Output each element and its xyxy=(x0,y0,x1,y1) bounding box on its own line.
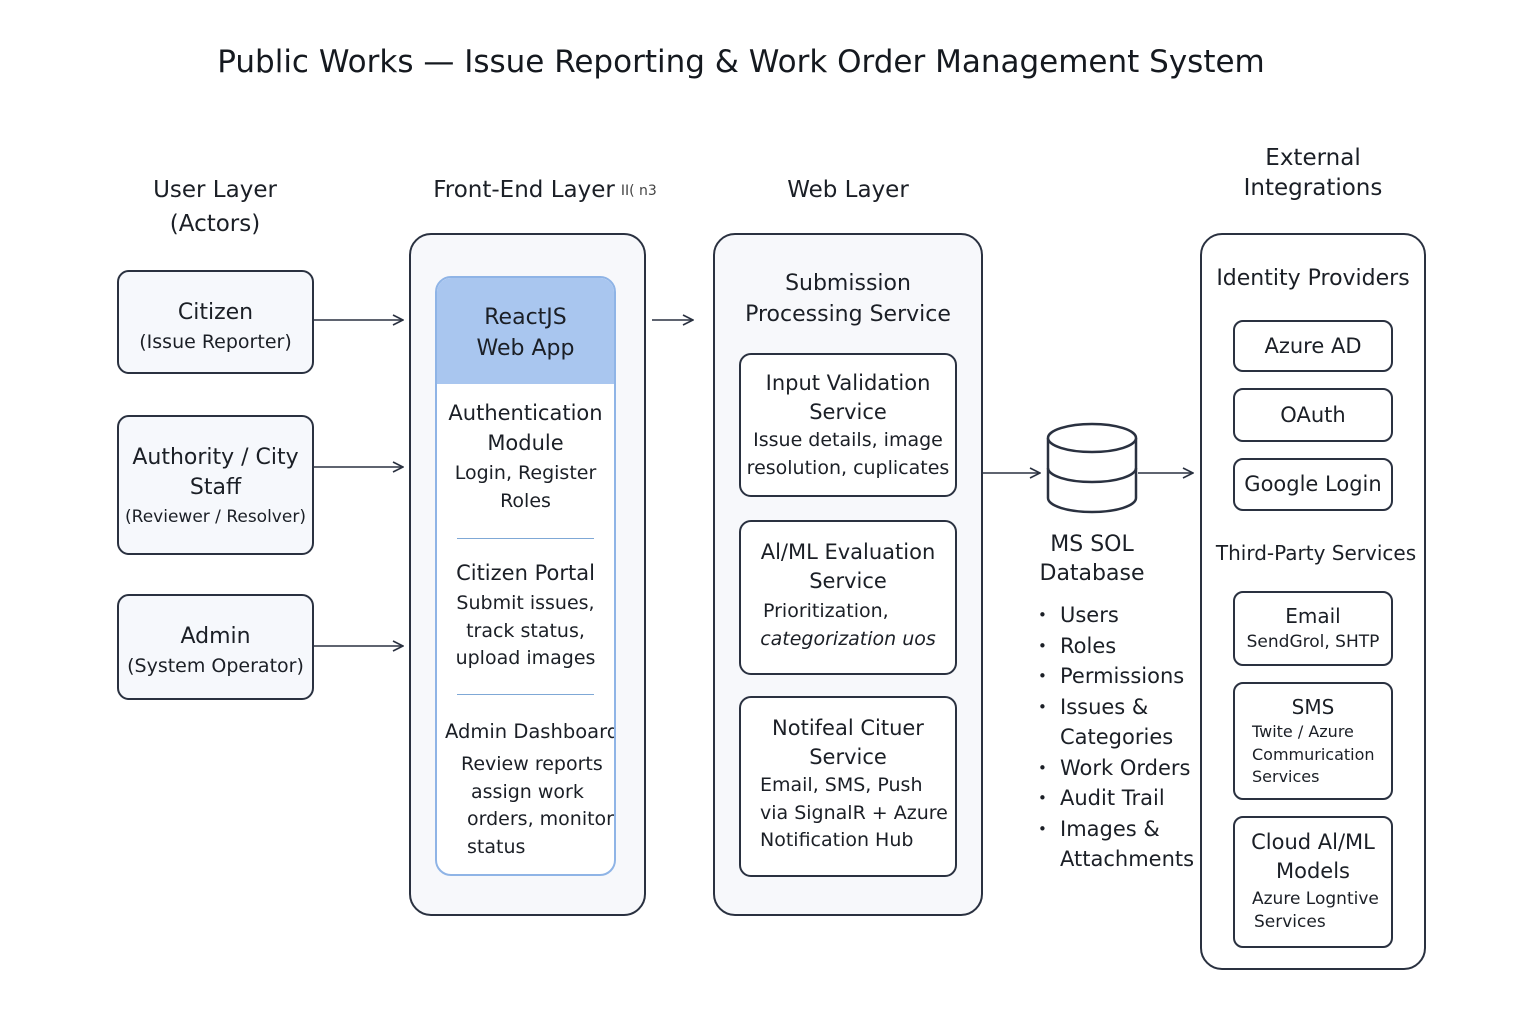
diagram-title: Public Works — Issue Reporting & Work Or… xyxy=(217,44,1265,80)
notification-title-line2: Service xyxy=(809,745,887,769)
frontend-layer-label: Front-End Layer xyxy=(433,177,615,203)
auth-module-desc-line2: Roles xyxy=(500,489,551,512)
admin-dashboard-desc-line4: status xyxy=(467,835,526,858)
database-icon xyxy=(1046,422,1138,514)
ai-ml-evaluation-desc-line1: Prioritization, xyxy=(763,600,889,622)
citizen-portal-desc-line3: upload images xyxy=(455,647,596,669)
db-table-item-continued: Categories xyxy=(1060,725,1174,749)
frontend-layer-artifact: II( n3 xyxy=(620,182,657,199)
input-validation-desc-line2: resolution, cuplicates xyxy=(746,456,950,479)
auth-module-title-line1: Authentication xyxy=(448,401,603,425)
actor-citizen: Citizen (Issue Reporter) xyxy=(117,270,314,374)
user-layer-heading: User Layer (Actors) xyxy=(110,173,320,241)
actor-admin-title: Admin xyxy=(180,624,251,649)
email-service-title: Email xyxy=(1285,604,1341,628)
email-service-desc: SendGrol, SHTP xyxy=(1246,632,1380,652)
sms-service-desc-line1: Twite / Azure xyxy=(1252,722,1354,741)
citizen-portal-title: Citizen Portal xyxy=(456,561,595,585)
external-layer-sublabel: Integrations xyxy=(1243,175,1383,201)
react-app-title-line1: ReactJS xyxy=(484,305,567,330)
module-divider xyxy=(457,694,594,695)
ai-ml-evaluation-service: Al/ML Evaluation Service Prioritization,… xyxy=(739,520,957,675)
google-login-provider: Google Login xyxy=(1233,458,1393,511)
input-validation-desc-line1: Issue details, image xyxy=(753,429,943,451)
email-service: Email SendGrol, SHTP xyxy=(1233,591,1393,666)
db-table-item: Audit Trail xyxy=(1038,783,1200,814)
azure-ad-provider: Azure AD xyxy=(1233,320,1393,372)
input-validation-service: Input Validation Service Issue details, … xyxy=(739,353,957,497)
web-layer-heading: Web Layer xyxy=(787,177,909,203)
input-validation-title-line2: Service xyxy=(809,400,887,424)
db-table-item: Images & xyxy=(1038,814,1200,845)
submission-heading-line2: Processing Service xyxy=(745,302,951,327)
submission-heading-line1: Submission xyxy=(785,271,911,296)
react-web-app-card: ReactJS Web App Authentication Module Lo… xyxy=(435,276,616,876)
actor-authority-title-line2: Staff xyxy=(189,475,242,500)
citizen-portal-module: Citizen Portal Submit issues, track stat… xyxy=(437,558,614,673)
admin-dashboard-desc-line2: assign work xyxy=(471,780,584,803)
react-app-title-line2: Web App xyxy=(476,336,575,361)
notification-desc-line3: Notification Hub xyxy=(760,829,914,851)
react-web-app-header: ReactJS Web App xyxy=(437,278,614,384)
third-party-services-heading: Third-Party Services xyxy=(1215,541,1417,565)
ai-ml-evaluation-title-line1: Al/ML Evaluation xyxy=(760,540,936,564)
actor-admin-role: (System Operator) xyxy=(127,655,304,677)
actor-authority-title-line1: Authority / City xyxy=(132,445,299,470)
sms-service: SMS Twite / Azure Commurication Services xyxy=(1233,682,1393,800)
sms-service-desc-line3: Services xyxy=(1252,767,1320,786)
oauth-provider: OAuth xyxy=(1233,388,1393,442)
actor-citizen-role: (Issue Reporter) xyxy=(139,331,292,353)
cloud-ai-desc-line1: Azure Logntive xyxy=(1252,889,1379,909)
admin-dashboard-desc-line3: orders, monitor xyxy=(467,808,614,830)
cloud-ai-title-line2: Models xyxy=(1276,859,1350,883)
actor-citizen-title: Citizen xyxy=(177,300,254,325)
db-table-item: Issues & xyxy=(1038,692,1200,723)
database-label-line2: Database xyxy=(1039,561,1145,586)
ai-ml-evaluation-desc-line2: categorization uos xyxy=(760,627,936,650)
actor-authority-role: (Reviewer / Resolver) xyxy=(125,507,306,527)
auth-module-desc-line1: Login, Register xyxy=(454,462,597,484)
admin-dashboard-title: Admin Dashboard xyxy=(445,720,616,743)
external-layer-label: External xyxy=(1265,145,1361,171)
cloud-ai-ml-models: Cloud Al/ML Models Azure Logntive Servic… xyxy=(1233,816,1393,948)
database-tables-list: Users Roles Permissions Issues & Categor… xyxy=(1038,600,1200,875)
admin-dashboard-desc-line1: Review reports xyxy=(461,753,603,775)
notification-desc-line1: Email, SMS, Push xyxy=(760,774,923,796)
database-label-line1: MS SOL xyxy=(1050,532,1134,557)
db-table-item: Roles xyxy=(1038,631,1200,662)
submission-processing-heading: Submission Processing Service xyxy=(713,268,983,330)
notification-desc-line2: via SignalR + Azure xyxy=(760,801,948,824)
citizen-portal-desc-line1: Submit issues, xyxy=(456,592,595,614)
notification-service: Notifeal Cituer Service Email, SMS, Push… xyxy=(739,696,957,877)
actor-admin: Admin (System Operator) xyxy=(117,594,314,700)
admin-dashboard-module: Admin Dashboard Review reports assign wo… xyxy=(445,717,616,861)
db-table-item: Work Orders xyxy=(1038,753,1200,784)
actor-authority-staff: Authority / City Staff (Reviewer / Resol… xyxy=(117,415,314,555)
notification-title-line1: Notifeal Cituer xyxy=(772,716,924,740)
sms-service-title: SMS xyxy=(1291,695,1335,719)
db-table-item: Permissions xyxy=(1038,661,1200,692)
citizen-portal-desc-line2: track status, xyxy=(466,619,585,642)
database-label: MS SOL Database xyxy=(1022,530,1162,588)
frontend-layer-heading: Front-End Layer II( n3 xyxy=(400,173,690,208)
cloud-ai-desc-line2: Services xyxy=(1254,912,1326,932)
module-divider xyxy=(457,538,594,539)
auth-module-title-line2: Module xyxy=(487,431,564,455)
user-layer-sublabel: (Actors) xyxy=(169,211,261,237)
ai-ml-evaluation-title-line2: Service xyxy=(809,569,887,593)
external-layer-heading: External Integrations xyxy=(1200,143,1426,203)
authentication-module: Authentication Module Login, Register Ro… xyxy=(437,398,614,515)
sms-service-desc-line2: Commurication xyxy=(1252,744,1375,764)
identity-providers-heading: Identity Providers xyxy=(1216,266,1410,291)
db-table-item-continued: Attachments xyxy=(1060,847,1195,871)
cloud-ai-title-line1: Cloud Al/ML xyxy=(1251,830,1375,854)
user-layer-label: User Layer xyxy=(153,177,277,203)
input-validation-title-line1: Input Validation xyxy=(765,371,931,395)
db-table-item: Users xyxy=(1038,600,1200,631)
